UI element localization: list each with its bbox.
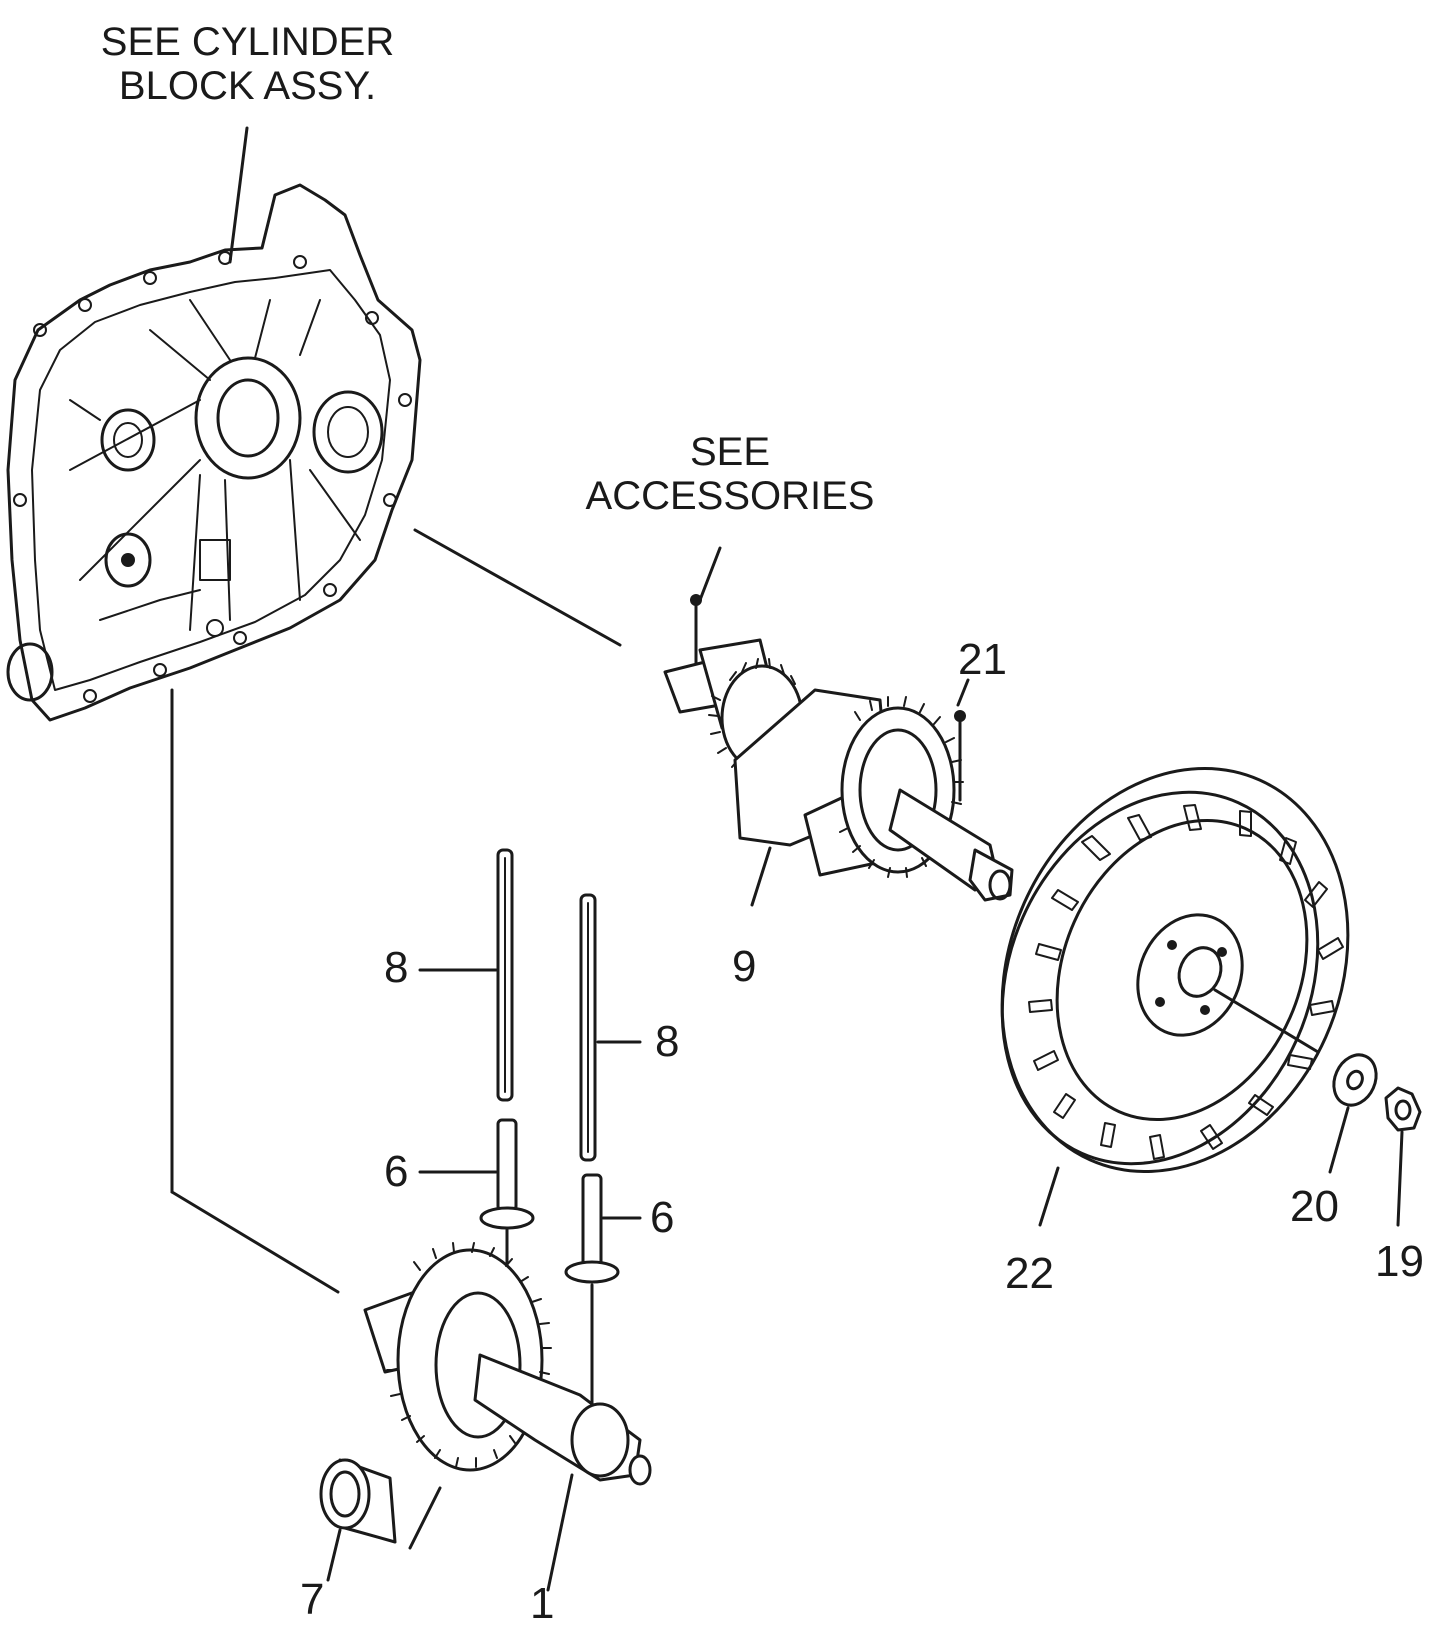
callout-8-right: 8: [655, 1017, 680, 1066]
cylinder-block-note: SEE CYLINDER BLOCK ASSY.: [70, 20, 425, 108]
accessories-note-line1: SEE: [689, 430, 771, 474]
camshaft: [363, 1228, 652, 1486]
accessories-note-line2: ACCESSORIES: [585, 474, 875, 518]
callout-6-left: 6: [384, 1147, 409, 1196]
flywheel: [1000, 766, 1350, 1174]
callout-19: 19: [1375, 1237, 1424, 1286]
washer: [1332, 1053, 1378, 1107]
nut: [1384, 1086, 1422, 1132]
accessories-note: SEE ACCESSORIES: [550, 430, 910, 518]
crankcase-cover: [6, 183, 422, 722]
callout-7: 7: [300, 1575, 325, 1624]
bushing: [319, 1458, 397, 1544]
tappets: [479, 1118, 620, 1284]
callout-1: 1: [530, 1579, 555, 1628]
cylinder-block-note-line1: SEE CYLINDER: [100, 20, 395, 64]
crankshaft: [663, 594, 1014, 902]
cylinder-block-note-line2: BLOCK ASSY.: [118, 64, 377, 108]
callout-20: 20: [1290, 1182, 1339, 1231]
push-rods: [496, 848, 597, 1162]
callout-6-right: 6: [650, 1193, 675, 1242]
callout-8-left: 8: [384, 943, 409, 992]
callout-21: 21: [958, 635, 1007, 684]
callout-9: 9: [732, 942, 757, 991]
callout-22: 22: [1005, 1249, 1054, 1298]
